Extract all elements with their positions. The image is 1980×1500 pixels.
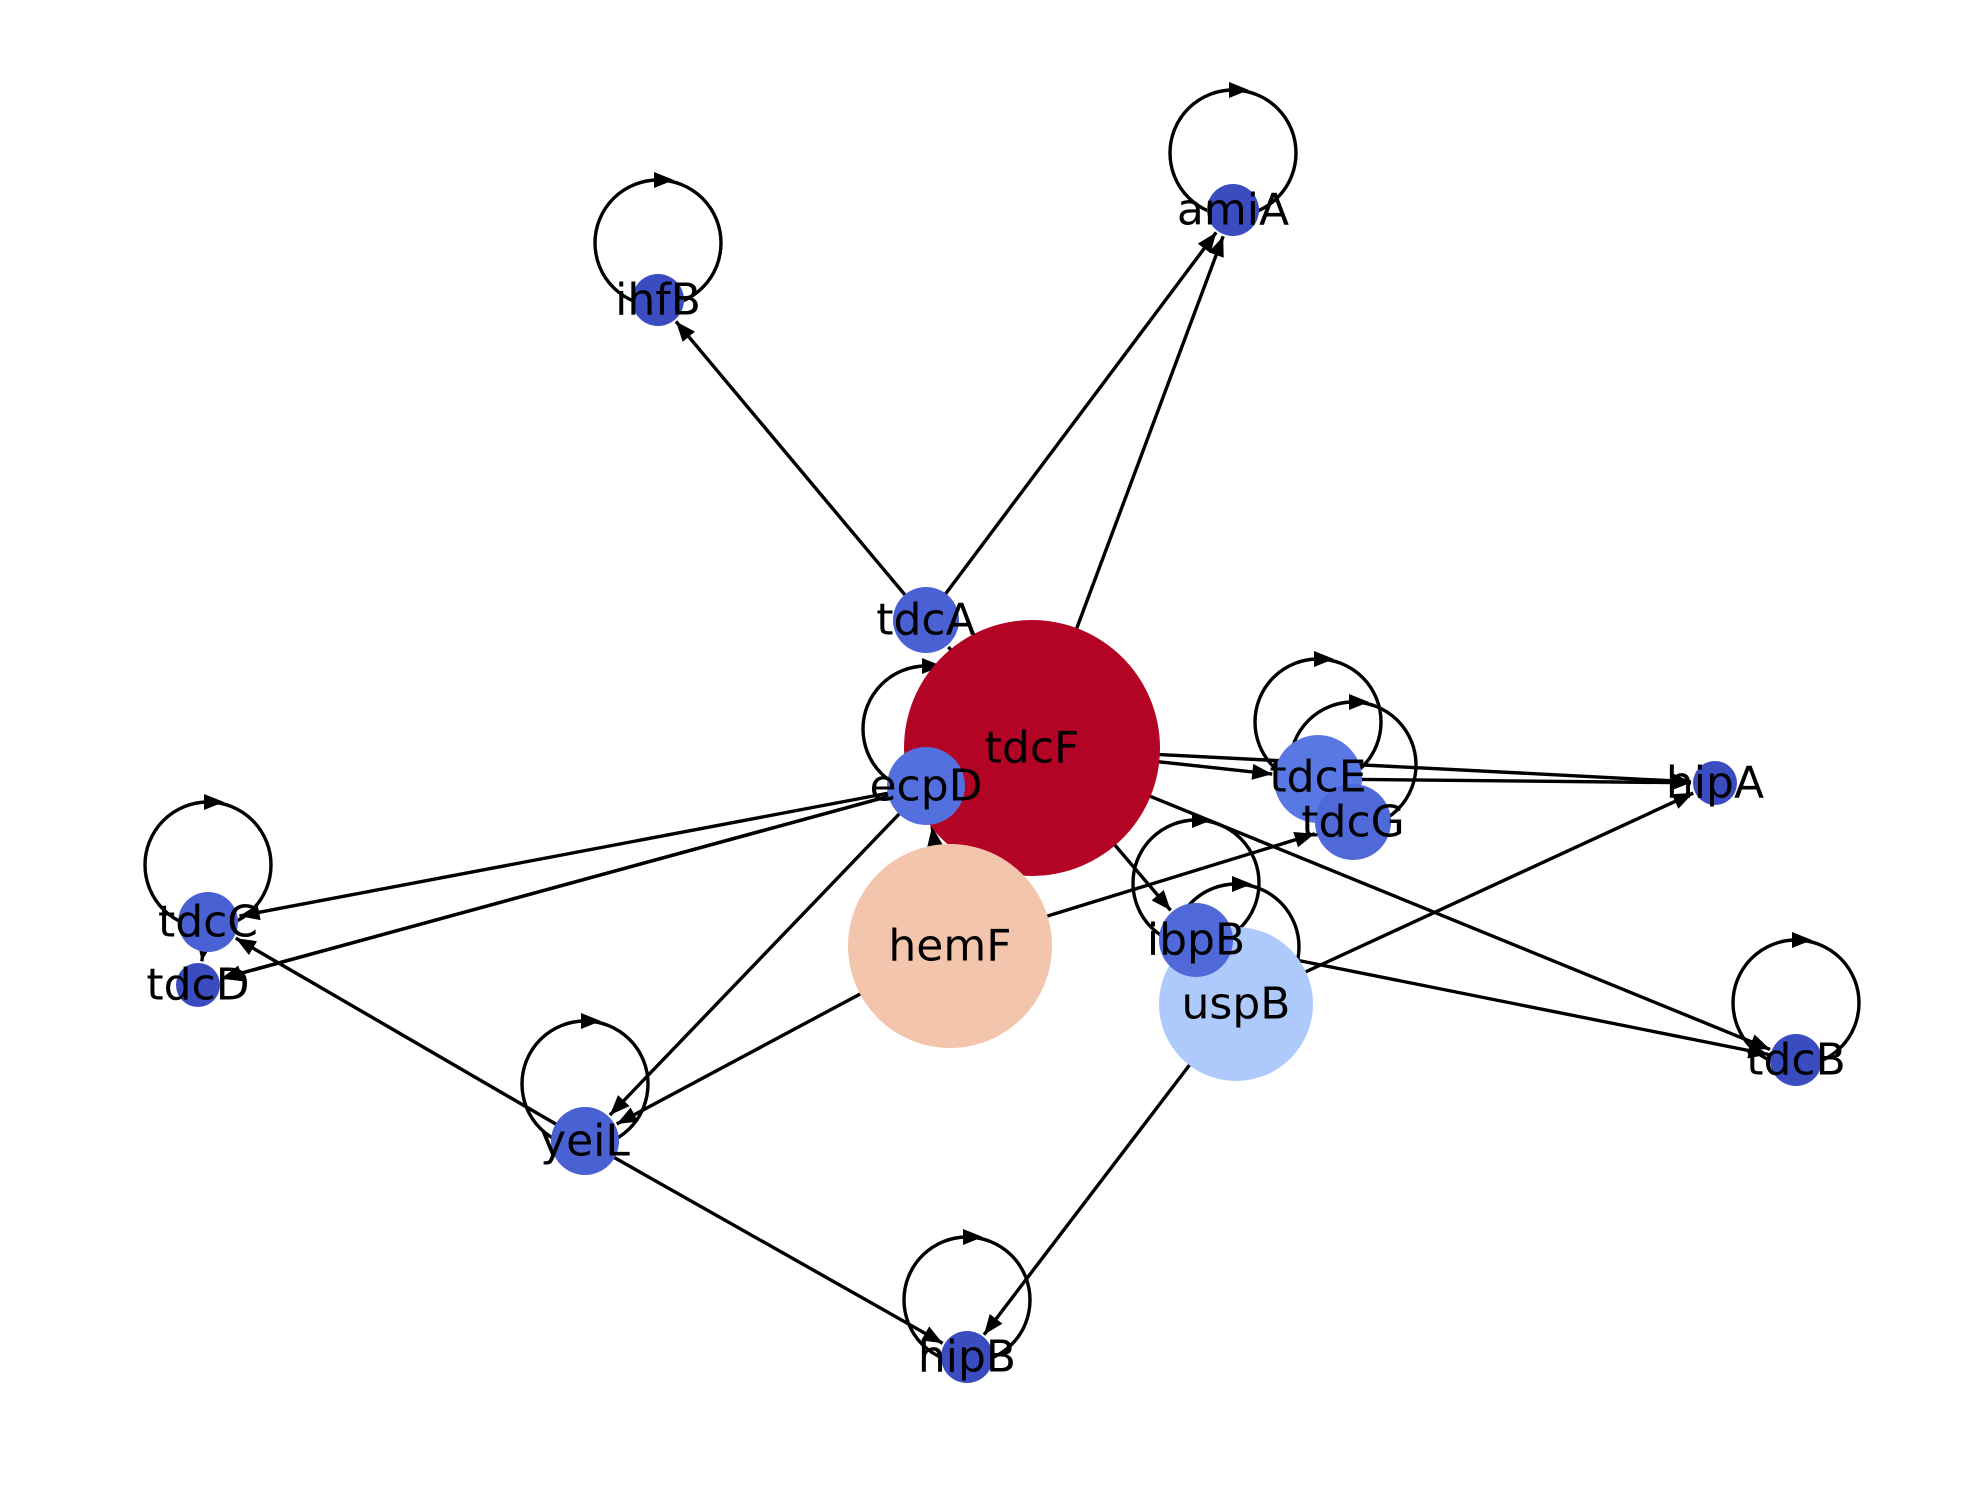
- self-loop-arrowhead-tdcG: [1349, 694, 1369, 710]
- edge-hemF-to-tdcG: [1045, 832, 1316, 919]
- node-amiA: [1207, 184, 1259, 236]
- arrowhead-yeiL-to-hipB-20: [921, 1326, 943, 1344]
- node-ihfB: [632, 274, 684, 326]
- node-label-tdcE: tdcE: [1269, 752, 1366, 803]
- node-ibpB: [1159, 903, 1233, 977]
- arrowhead-hemF-to-ecpD-12: [927, 826, 943, 848]
- edge-yeiL-to-hipB: [613, 1155, 944, 1345]
- edge-tdcF-to-hipA: [1157, 752, 1692, 784]
- arrowhead-hemF-to-tdcG-13: [1293, 831, 1315, 848]
- node-label-tdcF: tdcF: [985, 723, 1080, 774]
- node-label-ibpB: ibpB: [1147, 915, 1245, 966]
- arrowhead-tdcF-to-ibpB-4: [1151, 889, 1171, 911]
- self-loop-arrowhead-tdcE: [1314, 651, 1334, 667]
- arrowhead-uspB-to-hipA-17: [1671, 793, 1694, 809]
- edge-uspB-to-hipB: [982, 1062, 1192, 1336]
- edges-layer: [143, 82, 1861, 1365]
- nodes-layer: [176, 184, 1822, 1383]
- node-label-tdcC: tdcC: [158, 897, 258, 948]
- node-label-uspB: uspB: [1182, 979, 1291, 1030]
- edge-ecpD-to-yeiL: [608, 812, 901, 1117]
- node-label-tdcB: tdcB: [1746, 1035, 1846, 1086]
- node-label-tdcD: tdcD: [146, 960, 249, 1011]
- node-label-hemF: hemF: [888, 921, 1011, 972]
- edge-tdcF-to-amiA: [1074, 235, 1225, 632]
- node-hemF: [848, 844, 1052, 1048]
- arrowhead-tdcE-to-hipA-8: [1670, 774, 1692, 791]
- self-loop-arrowhead-ecpD: [922, 658, 942, 674]
- node-tdcF: [904, 620, 1160, 876]
- self-loop-arrowhead-ihfB: [654, 172, 674, 188]
- arrowhead-ecpD-to-yeiL-15: [609, 1095, 630, 1116]
- node-tdcG: [1315, 784, 1391, 860]
- node-hipB: [941, 1331, 993, 1383]
- edge-tdcE-to-hipA: [1361, 777, 1692, 785]
- arrowhead-tdcA-to-ihfB-6: [675, 321, 695, 342]
- node-label-ecpD: ecpD: [869, 761, 982, 812]
- node-tdcD: [176, 963, 220, 1007]
- self-loop-arrowhead-hipB: [963, 1229, 983, 1245]
- edge-hemF-to-yeiL: [615, 991, 863, 1126]
- node-hipA: [1693, 761, 1737, 805]
- edge-ecpD-to-tdcC: [239, 791, 889, 918]
- node-label-tdcA: tdcA: [876, 595, 975, 646]
- arrowhead-hemF-to-yeiL-14: [616, 1107, 639, 1125]
- self-loop-arrowhead-uspB: [1232, 876, 1252, 892]
- edge-yeiL-to-tdcC: [234, 936, 558, 1126]
- self-loop-arrowhead-tdcB: [1792, 932, 1812, 948]
- arrowhead-tdcA-to-amiA-7: [1197, 232, 1217, 254]
- self-loop-arrowhead-tdcC: [204, 794, 224, 810]
- arrowhead-uspB-to-hipB-18: [983, 1313, 1003, 1335]
- node-label-hipB: hipB: [918, 1332, 1016, 1383]
- arrowhead-yeiL-to-tdcC-19: [235, 938, 257, 956]
- node-label-tdcG: tdcG: [1301, 797, 1404, 848]
- self-loop-arrowhead-yeiL: [581, 1013, 601, 1029]
- node-yeiL: [551, 1107, 619, 1175]
- node-label-amiA: amiA: [1177, 185, 1289, 236]
- node-ecpD: [887, 747, 965, 825]
- self-loop-arrowhead-amiA: [1229, 82, 1249, 98]
- node-label-hipA: hipA: [1666, 758, 1764, 809]
- edge-tdcA-to-amiA: [944, 231, 1218, 596]
- arrowhead-tdcF-to-amiA-0: [1208, 236, 1224, 258]
- self-loop-arrowhead-ibpB: [1192, 812, 1212, 828]
- node-tdcB: [1770, 1034, 1822, 1086]
- node-label-yeiL: yeiL: [540, 1116, 630, 1167]
- edge-ecpD-to-tdcD: [220, 794, 890, 981]
- arrowhead-tdcF-to-tdcE-2: [1251, 763, 1273, 780]
- node-tdcA: [893, 587, 959, 653]
- edge-tdcF-to-tdcB: [1147, 793, 1771, 1051]
- node-tdcC: [178, 892, 238, 952]
- node-label-ihfB: ihfB: [615, 275, 701, 326]
- edge-uspB-to-hipA: [1303, 791, 1694, 974]
- arrowhead-ecpD-to-tdcD-11: [221, 965, 243, 982]
- edge-tdcA-to-ihfB: [674, 320, 907, 597]
